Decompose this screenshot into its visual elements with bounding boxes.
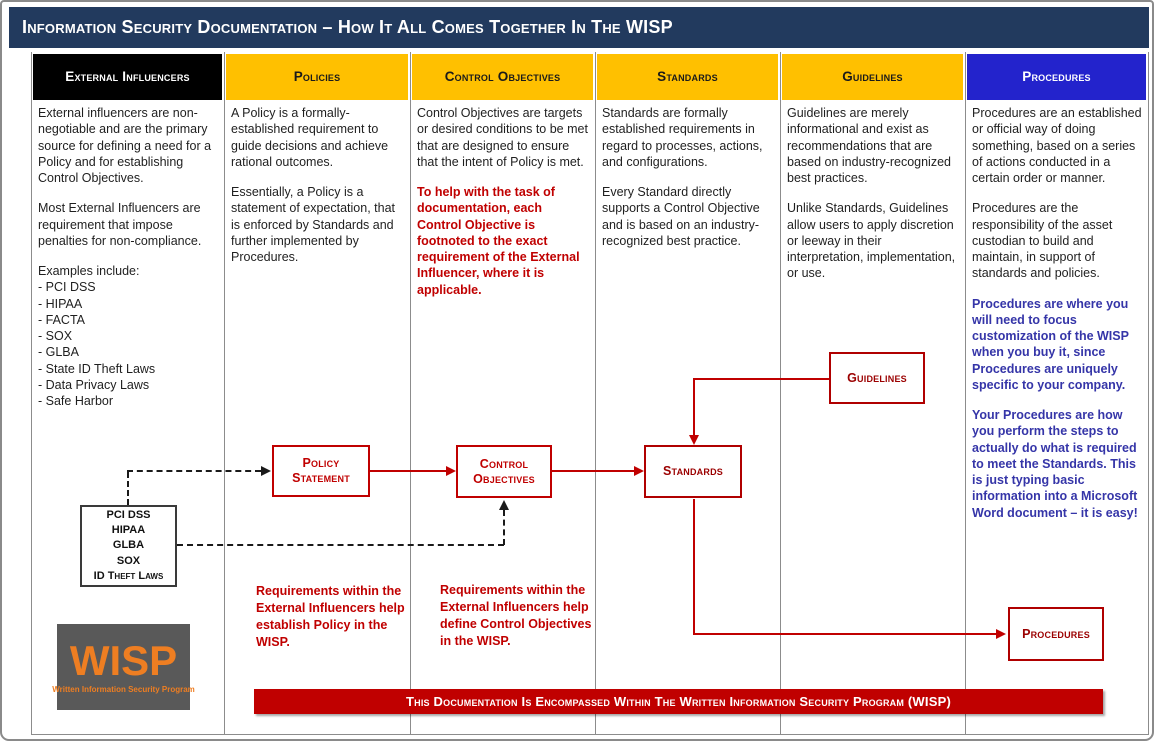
guidelines-box: Guidelines — [829, 352, 925, 404]
policy-statement-box: Policy Statement — [272, 445, 370, 497]
header-external-influencers: External Influencers — [33, 54, 222, 100]
wisp-logo-acronym: WISP — [69, 637, 178, 684]
dashed-connector-horizontal — [127, 470, 261, 472]
paragraph-blue-note: Procedures are where you will need to fo… — [972, 296, 1129, 392]
column-divider — [780, 52, 781, 735]
header-control-objectives: Control Objectives — [412, 54, 593, 100]
paragraph: Procedures are the responsibility of the… — [972, 201, 1113, 281]
column-divider — [31, 52, 32, 735]
column-procedures-text: Procedures are an established or officia… — [972, 105, 1142, 535]
standards-box: Standards — [644, 445, 742, 498]
wisp-logo: WISP Written Information Security Progra… — [52, 624, 195, 710]
header-policies: Policies — [226, 54, 408, 100]
control-objectives-box: Control Objectives — [456, 445, 552, 498]
column-divider — [595, 52, 596, 735]
column-divider — [1148, 52, 1149, 735]
column-guidelines-text: Guidelines are merely informational and … — [787, 105, 959, 296]
header-guidelines: Guidelines — [782, 54, 963, 100]
arrowhead-control-to-standards — [634, 466, 644, 476]
bottom-banner: This Documentation Is Encompassed Within… — [254, 689, 1103, 714]
policies-note: Requirements within the External Influen… — [256, 584, 405, 649]
paragraph: A Policy is a formally-established requi… — [231, 106, 389, 169]
header-procedures: Procedures — [967, 54, 1146, 100]
arrowhead-standards-to-procedures — [996, 629, 1006, 639]
control-objectives-note: Requirements within the External Influen… — [440, 583, 592, 648]
paragraph: Standards are formally established requi… — [602, 106, 763, 169]
red-connector — [693, 378, 829, 380]
column-divider — [965, 52, 966, 735]
column-divider — [224, 52, 225, 735]
red-connector — [693, 633, 996, 635]
paragraph-blue-note: Your Procedures are how you perform the … — [972, 408, 1138, 520]
paragraph: Procedures are an established or officia… — [972, 106, 1142, 185]
paragraph: Most External Influencers are requiremen… — [38, 201, 202, 248]
paragraph-red-note: To help with the task of documentation, … — [417, 185, 580, 297]
table-bottom-border — [31, 734, 1149, 735]
arrowhead-to-control-objectives — [499, 500, 509, 510]
arrowhead-to-policy-statement — [261, 466, 271, 476]
paragraph: Every Standard directly supports a Contr… — [602, 185, 760, 248]
dashed-connector-horizontal — [177, 544, 504, 546]
column-policies-text: A Policy is a formally-established requi… — [231, 105, 403, 279]
column-control-objectives-text: Control Objectives are targets or desire… — [417, 105, 589, 312]
column-divider — [410, 52, 411, 735]
arrowhead-policy-to-control — [446, 466, 456, 476]
dashed-connector-vertical — [127, 472, 129, 505]
paragraph: External influencers are non-negotiable … — [38, 106, 212, 185]
dashed-connector-vertical — [503, 510, 505, 545]
paragraph: Guidelines are merely informational and … — [787, 106, 951, 185]
header-standards: Standards — [597, 54, 778, 100]
red-connector — [370, 470, 447, 472]
red-connector — [693, 499, 695, 635]
paragraph: Unlike Standards, Guidelines allow users… — [787, 201, 956, 281]
arrowhead-guidelines-to-standards — [689, 435, 699, 445]
page-title: Information Security Documentation – How… — [9, 7, 1149, 48]
paragraph: Essentially, a Policy is a statement of … — [231, 185, 395, 264]
procedures-box: Procedures — [1008, 607, 1104, 661]
red-connector — [552, 470, 635, 472]
paragraph: Examples include: - PCI DSS - HIPAA - FA… — [38, 264, 156, 408]
external-laws-box: PCI DSS HIPAA GLBA SOX ID Theft Laws — [80, 505, 177, 587]
column-external-influencers-text: External influencers are non-negotiable … — [38, 105, 218, 423]
paragraph: Control Objectives are targets or desire… — [417, 106, 588, 169]
red-connector — [693, 378, 695, 436]
column-standards-text: Standards are formally established requi… — [602, 105, 774, 263]
wisp-logo-caption: Written Information Security Program — [52, 685, 195, 694]
